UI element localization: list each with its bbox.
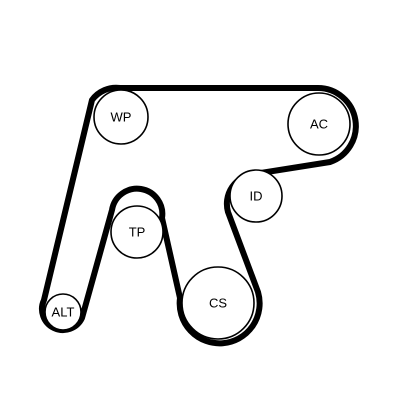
drive-belt	[39, 84, 359, 347]
pulley-alt-label: ALT	[52, 305, 75, 320]
pulley-id: ID	[229, 169, 283, 223]
pulley-ac-circle	[287, 92, 351, 156]
pulley-cs: CS	[181, 266, 255, 340]
pulley-wp-label: WP	[111, 110, 132, 125]
pulley-wp: WP	[93, 89, 149, 145]
pulley-tp: TP	[110, 205, 164, 259]
pulley-cs-circle	[181, 266, 255, 340]
pulley-cs-label: CS	[209, 296, 227, 311]
pulley-id-circle	[229, 169, 283, 223]
pulley-alt: ALT	[44, 293, 82, 331]
pulley-alt-circle	[44, 293, 82, 331]
pulley-wp-circle	[93, 89, 149, 145]
pulley-ac-label: AC	[310, 117, 328, 132]
pulley-tp-label: TP	[129, 225, 146, 240]
pulley-ac: AC	[287, 92, 351, 156]
pulley-tp-circle	[110, 205, 164, 259]
pulley-id-label: ID	[250, 189, 263, 204]
